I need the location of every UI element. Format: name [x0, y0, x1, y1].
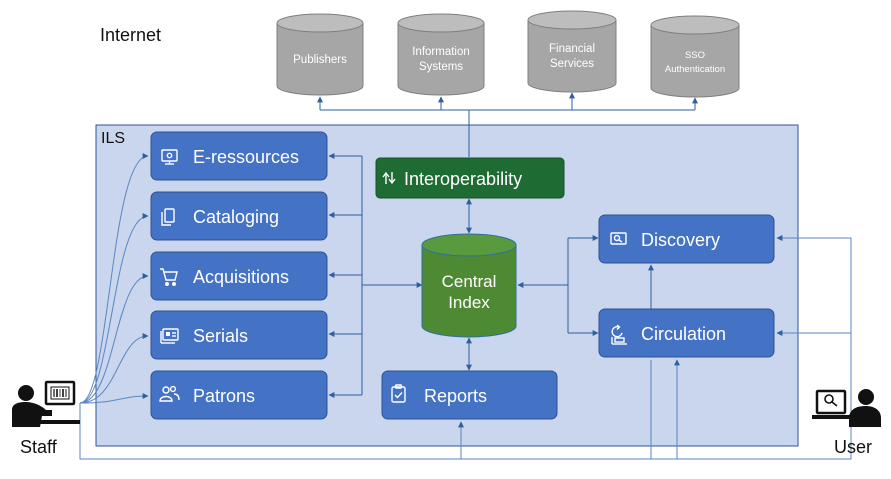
module-patrons-label: Patrons [193, 386, 255, 406]
central-index-line2: Index [448, 293, 490, 312]
user-label: User [834, 437, 872, 457]
db-financial-services: Financial Services [527, 10, 617, 93]
module-circulation[interactable]: Circulation [598, 308, 775, 358]
db-financial-services-line1: Financial [549, 43, 595, 55]
module-e-ressources-label: E-ressources [193, 147, 299, 167]
right-modules-connectors [517, 235, 654, 336]
module-acquisitions-label: Acquisitions [193, 267, 289, 287]
staff-label: Staff [20, 437, 58, 457]
module-reports-label: Reports [424, 386, 487, 406]
db-information-systems: Information Systems [397, 13, 485, 96]
module-acquisitions[interactable]: Acquisitions [150, 251, 328, 301]
circulation-icon [611, 324, 627, 345]
db-financial-services-line2: Services [550, 58, 594, 70]
module-reports[interactable]: Reports [381, 370, 558, 420]
cart-icon [160, 268, 178, 287]
module-interoperability[interactable]: Interoperability [375, 157, 565, 199]
central-index-db[interactable]: Central Index [421, 233, 517, 338]
module-circulation-label: Circulation [641, 324, 726, 344]
internet-label: Internet [100, 25, 161, 45]
db-information-systems-line2: Systems [419, 61, 463, 73]
documents-icon [161, 208, 175, 226]
central-index-line1: Central [442, 272, 497, 291]
db-sso-authentication: SSO Authentication [650, 15, 740, 98]
module-discovery-label: Discovery [641, 230, 720, 250]
user-person-computer-icon [812, 389, 881, 427]
search-screen-icon [610, 232, 627, 245]
people-icon [159, 385, 180, 402]
user-figure: User [812, 389, 881, 457]
module-discovery[interactable]: Discovery [598, 214, 775, 264]
module-serials-label: Serials [193, 326, 248, 346]
internet-connectors [317, 92, 698, 157]
db-publishers: Publishers [276, 13, 364, 96]
swap-arrows-icon [382, 171, 396, 185]
module-e-ressources[interactable]: E-ressources [150, 131, 328, 181]
left-modules-connectors [328, 153, 423, 398]
staff-connectors [79, 153, 680, 460]
ils-label: ILS [101, 130, 125, 147]
clipboard-check-icon [391, 384, 406, 403]
db-publishers-label: Publishers [293, 54, 347, 66]
module-cataloging-label: Cataloging [193, 207, 279, 227]
db-information-systems-line1: Information [412, 46, 470, 58]
module-patrons[interactable]: Patrons [150, 370, 328, 420]
staff-person-computer-icon [12, 380, 80, 427]
staff-figure: Staff [12, 380, 80, 457]
db-sso-line1: SSO [685, 50, 705, 61]
serials-card-icon [160, 328, 179, 344]
db-sso-line2: Authentication [665, 64, 725, 75]
monitor-cloud-icon [161, 149, 178, 165]
module-serials[interactable]: Serials [150, 310, 328, 360]
module-interoperability-label: Interoperability [404, 169, 522, 189]
module-cataloging[interactable]: Cataloging [150, 191, 328, 241]
